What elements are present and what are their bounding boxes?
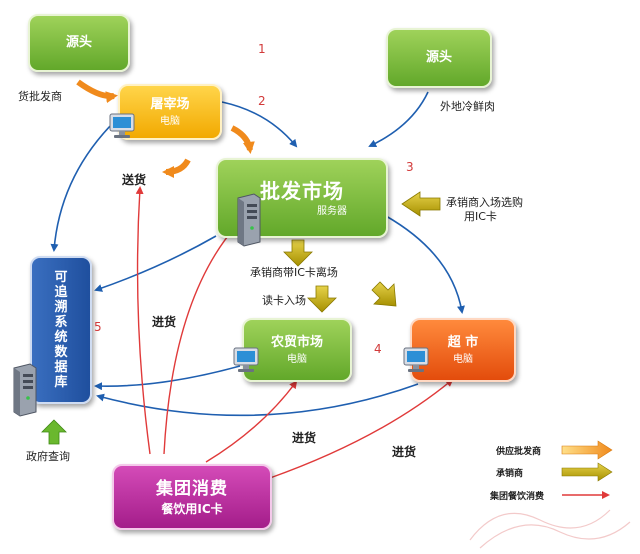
node-device: 电脑 xyxy=(287,353,307,365)
label-wholesaler: 货批发商 xyxy=(18,90,62,103)
server-icon xyxy=(237,193,261,247)
arrow-farmers-to-db xyxy=(94,365,241,391)
node-device: 电脑 xyxy=(160,115,180,127)
node-title: 农贸市场 xyxy=(270,334,323,350)
computer-icon xyxy=(403,347,429,372)
server-icon xyxy=(13,363,37,417)
arrow-dealer-entry xyxy=(401,191,441,217)
arrow-slaughterhouse-delivery xyxy=(162,158,191,178)
legend-arrow-dealer xyxy=(561,462,613,482)
arrow-group-to-supermarket xyxy=(269,378,454,479)
arrow-card-entry xyxy=(307,285,337,313)
label-purchase-2: 进货 xyxy=(292,431,317,445)
arrow-group-to-farmers xyxy=(205,380,298,463)
arrow-market-to-supermarket xyxy=(385,215,465,314)
legend-arrow-supplier xyxy=(561,440,613,460)
label-delivery: 送货 xyxy=(122,173,147,187)
step-number-3: 3 xyxy=(406,160,414,174)
arrow-group-to-delivery xyxy=(135,186,151,455)
label-card-entry: 读卡入场 xyxy=(262,294,306,307)
arrow-slaughterhouse-to-market xyxy=(230,125,255,154)
node-subtitle: 餐饮用IC卡 xyxy=(161,502,223,516)
label-dealer-exit: 承销商带IC卡离场 xyxy=(250,266,338,279)
step-number-5: 5 xyxy=(94,320,102,334)
arrow-dealer-exit xyxy=(283,239,313,267)
node-source-right: 源头 xyxy=(386,28,492,88)
arrow-group-to-market xyxy=(163,224,238,455)
legend-label-group: 集团餐饮消费 xyxy=(490,492,545,502)
watermark-swirl xyxy=(469,509,611,541)
gov-query-up-arrow xyxy=(41,419,67,445)
label-dealer-entry-2: 用IC卡 xyxy=(464,210,497,223)
node-farmers-market: 农贸市场 电脑 xyxy=(242,318,352,382)
node-title: 源头 xyxy=(65,35,92,50)
step-number-4: 4 xyxy=(374,342,382,356)
arrow-slaughter-to-market-blue xyxy=(221,101,298,148)
node-title: 可追溯系统数据库 xyxy=(54,270,68,390)
legend-label-supplier: 供应批发商 xyxy=(496,447,542,457)
arrow-to-supermarket-olive xyxy=(371,281,397,307)
label-frozen-meat: 外地冷鲜肉 xyxy=(440,100,495,113)
computer-icon xyxy=(109,113,135,138)
computer-icon xyxy=(233,347,259,372)
arrow-source-to-slaughterhouse xyxy=(76,79,118,104)
node-title: 源头 xyxy=(425,50,452,65)
node-title: 屠宰场 xyxy=(150,96,190,112)
legend-label-dealer: 承销商 xyxy=(496,469,524,479)
node-source-left: 源头 xyxy=(28,14,130,72)
node-trace-database: 可追溯系统数据库 xyxy=(30,256,92,404)
label-gov-query: 政府查询 xyxy=(26,450,70,463)
step-number-2: 2 xyxy=(258,94,266,108)
node-group-consumption: 集团消费 餐饮用IC卡 xyxy=(112,464,272,530)
node-slaughterhouse: 屠宰场 电脑 xyxy=(118,84,222,140)
arrow-frozen-to-market xyxy=(368,91,429,148)
label-purchase-1: 进货 xyxy=(152,315,177,329)
arrow-slaughter-to-db xyxy=(50,123,113,252)
arrow-market-to-db xyxy=(94,235,217,292)
arrow-supermarket-to-db xyxy=(96,383,419,417)
label-purchase-3: 进货 xyxy=(392,445,417,459)
node-title: 批发市场 xyxy=(260,178,344,203)
node-device: 服务器 xyxy=(317,205,347,217)
node-device: 电脑 xyxy=(453,353,473,365)
node-title: 集团消费 xyxy=(156,479,228,499)
step-number-1: 1 xyxy=(258,42,266,56)
node-title: 超 市 xyxy=(447,334,479,350)
label-dealer-entry: 承销商入场选购 xyxy=(446,196,523,209)
